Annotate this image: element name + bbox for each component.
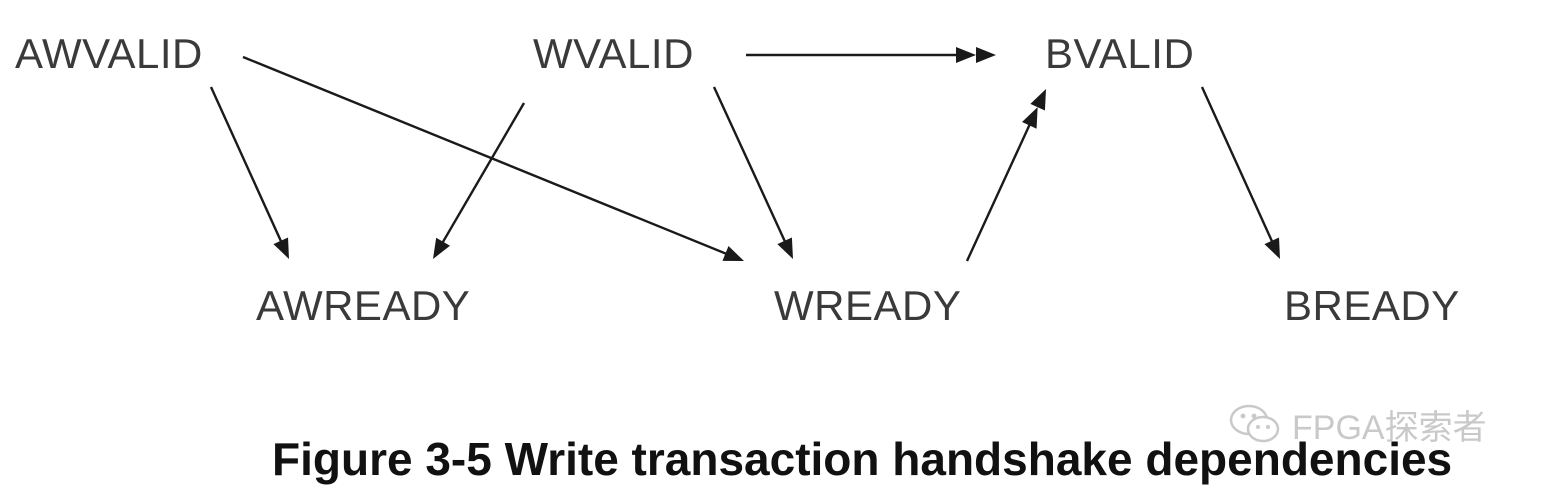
dependency-arrows <box>209 47 1280 262</box>
arrow-wvalid-to-wready <box>712 86 793 259</box>
watermark: FPGA探索者 <box>1228 402 1487 447</box>
figure-caption: Figure 3-5 Write transaction handshake d… <box>272 433 1453 485</box>
watermark-text: FPGA探索者 <box>1292 408 1487 447</box>
node-bready: BREADY <box>1284 282 1460 329</box>
arrow-wvalid-to-awready <box>433 102 526 259</box>
node-wvalid: WVALID <box>533 30 694 77</box>
arrow-wvalid-to-bvalid <box>746 47 996 63</box>
node-awvalid: AWVALID <box>15 30 203 77</box>
arrow-awvalid-to-awready <box>209 86 289 259</box>
node-bvalid: BVALID <box>1045 30 1195 77</box>
node-awready: AWREADY <box>256 282 471 329</box>
arrow-bvalid-to-bready <box>1200 86 1280 259</box>
arrow-wready-to-bvalid <box>965 89 1046 262</box>
arrow-awvalid-to-wready <box>242 55 744 261</box>
wechat-icon <box>1229 404 1280 443</box>
node-wready: WREADY <box>774 282 962 329</box>
